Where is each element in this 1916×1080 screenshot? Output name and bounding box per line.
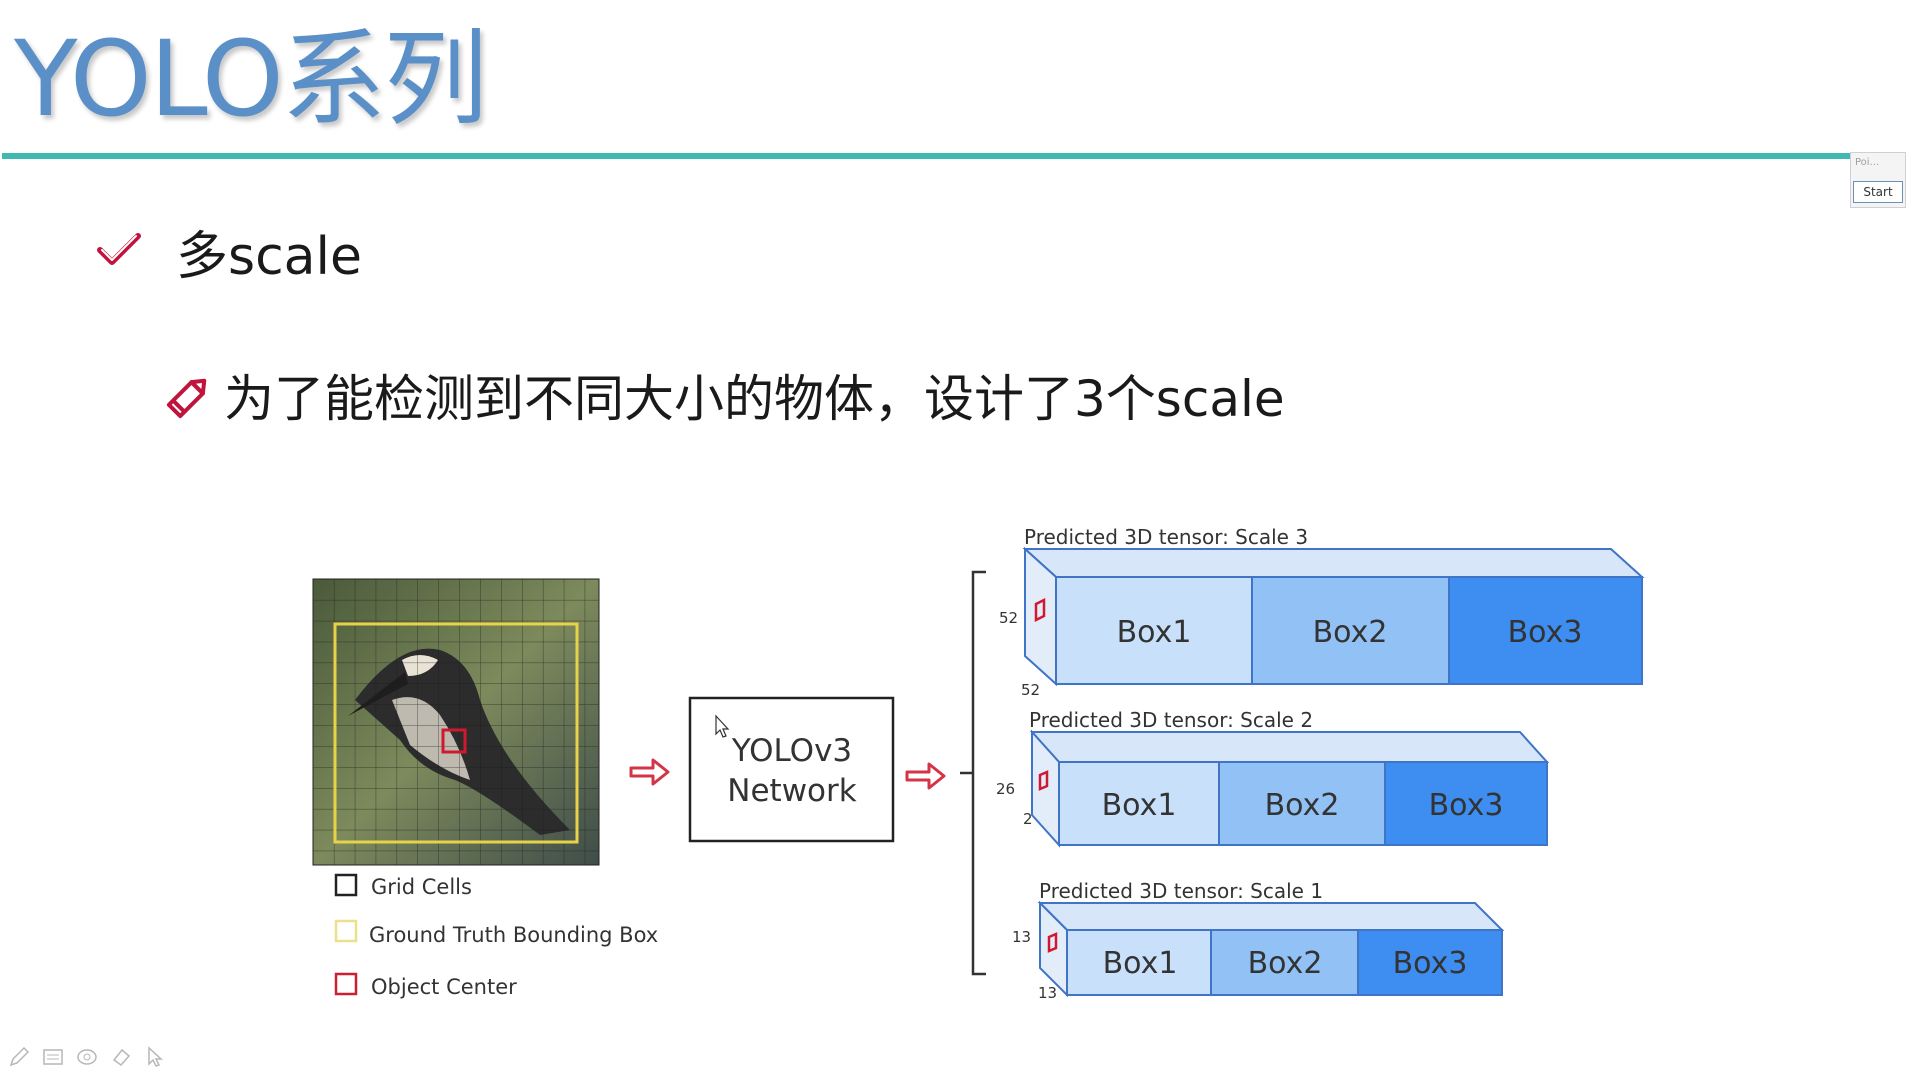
start-button[interactable]: Start <box>1853 181 1903 203</box>
tensor-scale-2: Predicted 3D tensor: Scale 2 Box1 Box2 B… <box>996 708 1550 848</box>
legend-gt-label: Ground Truth Bounding Box <box>369 923 658 947</box>
widget-app-label: Poi... <box>1855 157 1880 168</box>
pointer-icon[interactable] <box>144 1046 166 1068</box>
object-center-box <box>441 728 467 754</box>
legend-center-swatch <box>334 972 358 996</box>
tensor-scale-1-box1 <box>1066 929 1212 996</box>
output-bracket <box>971 570 986 976</box>
ground-truth-box <box>333 622 579 844</box>
legend-grid-label: Grid Cells <box>371 875 472 899</box>
slideshow-toolbar <box>8 1046 166 1068</box>
tensor-scale-3-height: 52 <box>999 609 1018 627</box>
checkmark-icon <box>97 233 141 265</box>
tensor-scale-2-box2 <box>1218 761 1386 846</box>
tensor-scale-2-box3 <box>1384 761 1548 846</box>
legend-center-label: Object Center <box>371 975 517 999</box>
input-image <box>312 578 600 866</box>
tensor-scale-1-box2 <box>1210 929 1359 996</box>
eraser-icon[interactable] <box>110 1046 132 1068</box>
right-arrow-icon <box>629 758 670 786</box>
pencil-icon <box>166 378 207 419</box>
tensor-scale-1-title: Predicted 3D tensor: Scale 1 <box>1039 879 1323 903</box>
tensor-scale-1-height: 13 <box>1012 928 1031 946</box>
bullet-subtext: 为了能检测到不同大小的物体，设计了3个scale <box>224 370 1285 428</box>
slide-title: YOLO系列 <box>14 18 488 140</box>
legend-grid-swatch <box>334 873 358 897</box>
pen-tool-icon[interactable] <box>8 1046 30 1068</box>
presentation-widget: Poi... Start <box>1850 152 1906 208</box>
tensor-scale-3-title: Predicted 3D tensor: Scale 3 <box>1024 525 1308 549</box>
zoom-icon[interactable] <box>76 1046 98 1068</box>
tensor-scale-3-box2 <box>1251 576 1450 685</box>
tensor-scale-2-box3-label: Box3 <box>1429 788 1504 823</box>
network-label-line1: YOLOv3 <box>731 733 852 769</box>
tensor-scale-1-box1-label: Box1 <box>1103 946 1178 981</box>
tensor-scale-3-box3-label: Box3 <box>1508 615 1583 650</box>
tensor-scale-3-box2-label: Box2 <box>1313 615 1388 650</box>
tensor-scale-2-title: Predicted 3D tensor: Scale 2 <box>1029 708 1313 732</box>
title-underline <box>2 153 1852 159</box>
tensor-scale-1: Predicted 3D tensor: Scale 1 Box1 Box2 B… <box>1012 879 1505 1002</box>
tensor-scale-1-width: 13 <box>1038 984 1057 1002</box>
legend-gt-swatch <box>334 919 358 943</box>
tensor-scale-3-box1-label: Box1 <box>1117 615 1192 650</box>
tensor-scale-3-width: 52 <box>1021 681 1040 699</box>
slides-view-icon[interactable] <box>42 1046 64 1068</box>
bullet-heading: 多scale <box>176 227 362 287</box>
network-label-line2: Network <box>727 773 856 809</box>
right-arrow-icon <box>905 762 946 790</box>
tensor-scale-1-box2-label: Box2 <box>1248 946 1323 981</box>
mouse-cursor-icon <box>715 714 730 738</box>
tensor-scale-1-box3 <box>1357 929 1503 996</box>
tensor-scale-2-width: 2 <box>1023 810 1033 828</box>
tensor-scale-3-box3 <box>1448 576 1643 685</box>
tensor-scale-2-height: 26 <box>996 780 1015 798</box>
tensor-scale-3: Predicted 3D tensor: Scale 3 Box1 Box2 B… <box>999 525 1645 699</box>
tensor-scale-2-box1-label: Box1 <box>1102 788 1177 823</box>
tensor-scale-2-box2-label: Box2 <box>1265 788 1340 823</box>
network-box <box>688 696 895 843</box>
tensor-scale-1-box3-label: Box3 <box>1393 946 1468 981</box>
